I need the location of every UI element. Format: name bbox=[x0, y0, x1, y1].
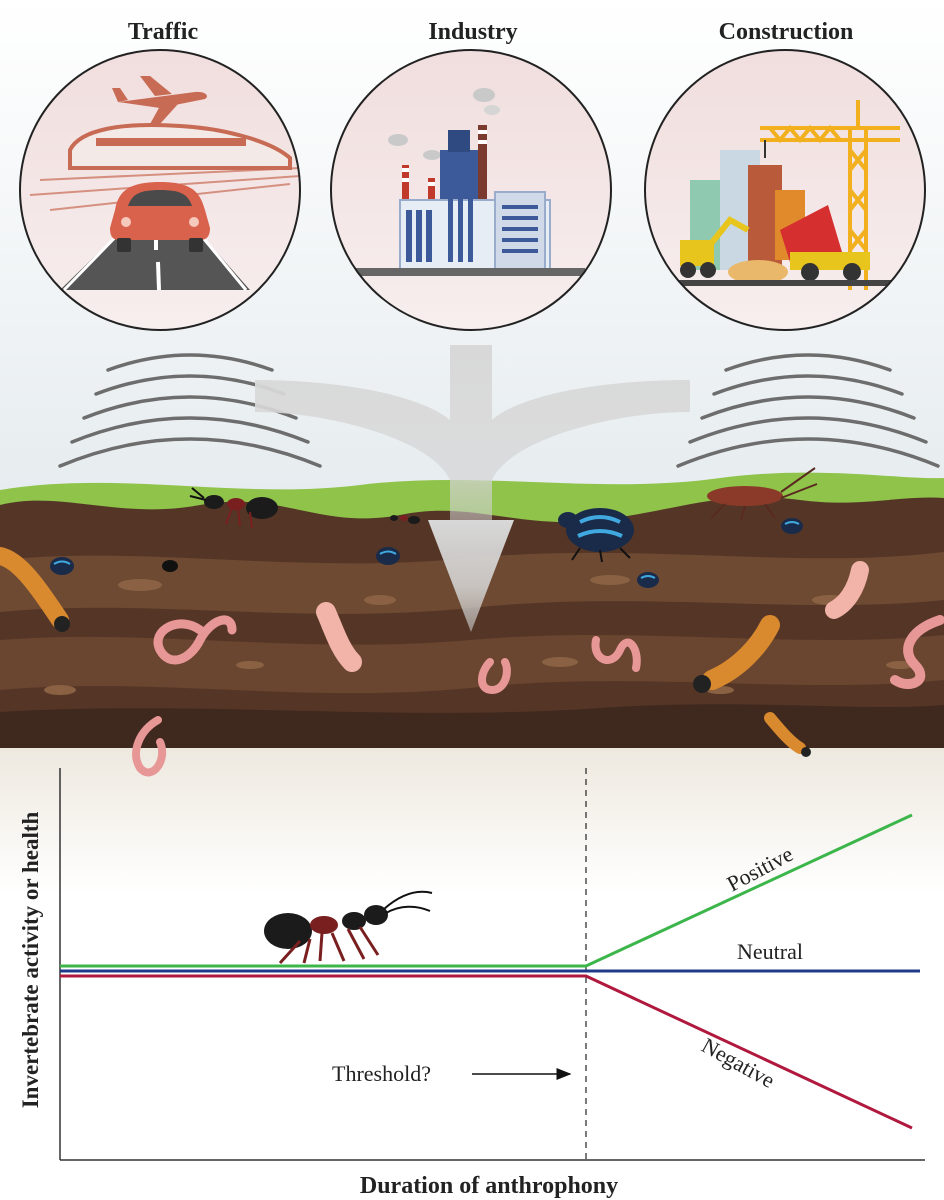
sound-wave-icon bbox=[676, 353, 940, 468]
x-axis-label: Duration of anthrophony bbox=[360, 1173, 618, 1199]
ant-icon bbox=[189, 487, 278, 529]
source-label-construction: Construction bbox=[719, 19, 854, 45]
trend-line-positive bbox=[60, 813, 913, 968]
converging-arrow bbox=[255, 345, 690, 632]
worm-icon bbox=[153, 615, 237, 665]
traffic-circle bbox=[19, 49, 301, 331]
crane-icon bbox=[760, 100, 900, 290]
worm-icon bbox=[132, 716, 167, 777]
worm-icon bbox=[478, 658, 511, 695]
ant-icon bbox=[390, 515, 420, 524]
source-label-industry: Industry bbox=[428, 19, 517, 45]
larva-icon bbox=[825, 561, 869, 619]
threshold-label: Threshold? bbox=[332, 1061, 431, 1086]
larva-icon bbox=[764, 712, 811, 757]
beetle-icon bbox=[376, 547, 400, 565]
car-icon bbox=[110, 182, 210, 252]
industry-circle bbox=[330, 49, 612, 331]
beetle-icon bbox=[162, 560, 178, 572]
beetle-icon bbox=[558, 508, 634, 563]
beetle-icon bbox=[637, 572, 659, 588]
train-icon bbox=[29, 123, 300, 211]
trend-lines bbox=[60, 813, 920, 1130]
trend-line-negative bbox=[60, 974, 913, 1130]
airplane-icon bbox=[112, 76, 207, 124]
ant-icon bbox=[264, 890, 433, 965]
worm-icon bbox=[591, 636, 641, 672]
construction-circle bbox=[644, 49, 926, 331]
dump-truck-icon bbox=[780, 205, 870, 281]
source-label-traffic: Traffic bbox=[128, 19, 199, 45]
beetle-icon bbox=[781, 518, 803, 534]
excavator-icon bbox=[680, 216, 750, 278]
beetle-icon bbox=[50, 557, 74, 575]
larva-icon bbox=[316, 602, 362, 672]
cockroach-icon bbox=[707, 467, 818, 521]
larva-icon bbox=[0, 547, 70, 632]
larva-icon bbox=[693, 615, 780, 693]
line-label-neutral: Neutral bbox=[737, 939, 803, 964]
worm-icon bbox=[890, 615, 944, 689]
y-axis-label: Invertebrate activity or health bbox=[18, 812, 43, 1109]
